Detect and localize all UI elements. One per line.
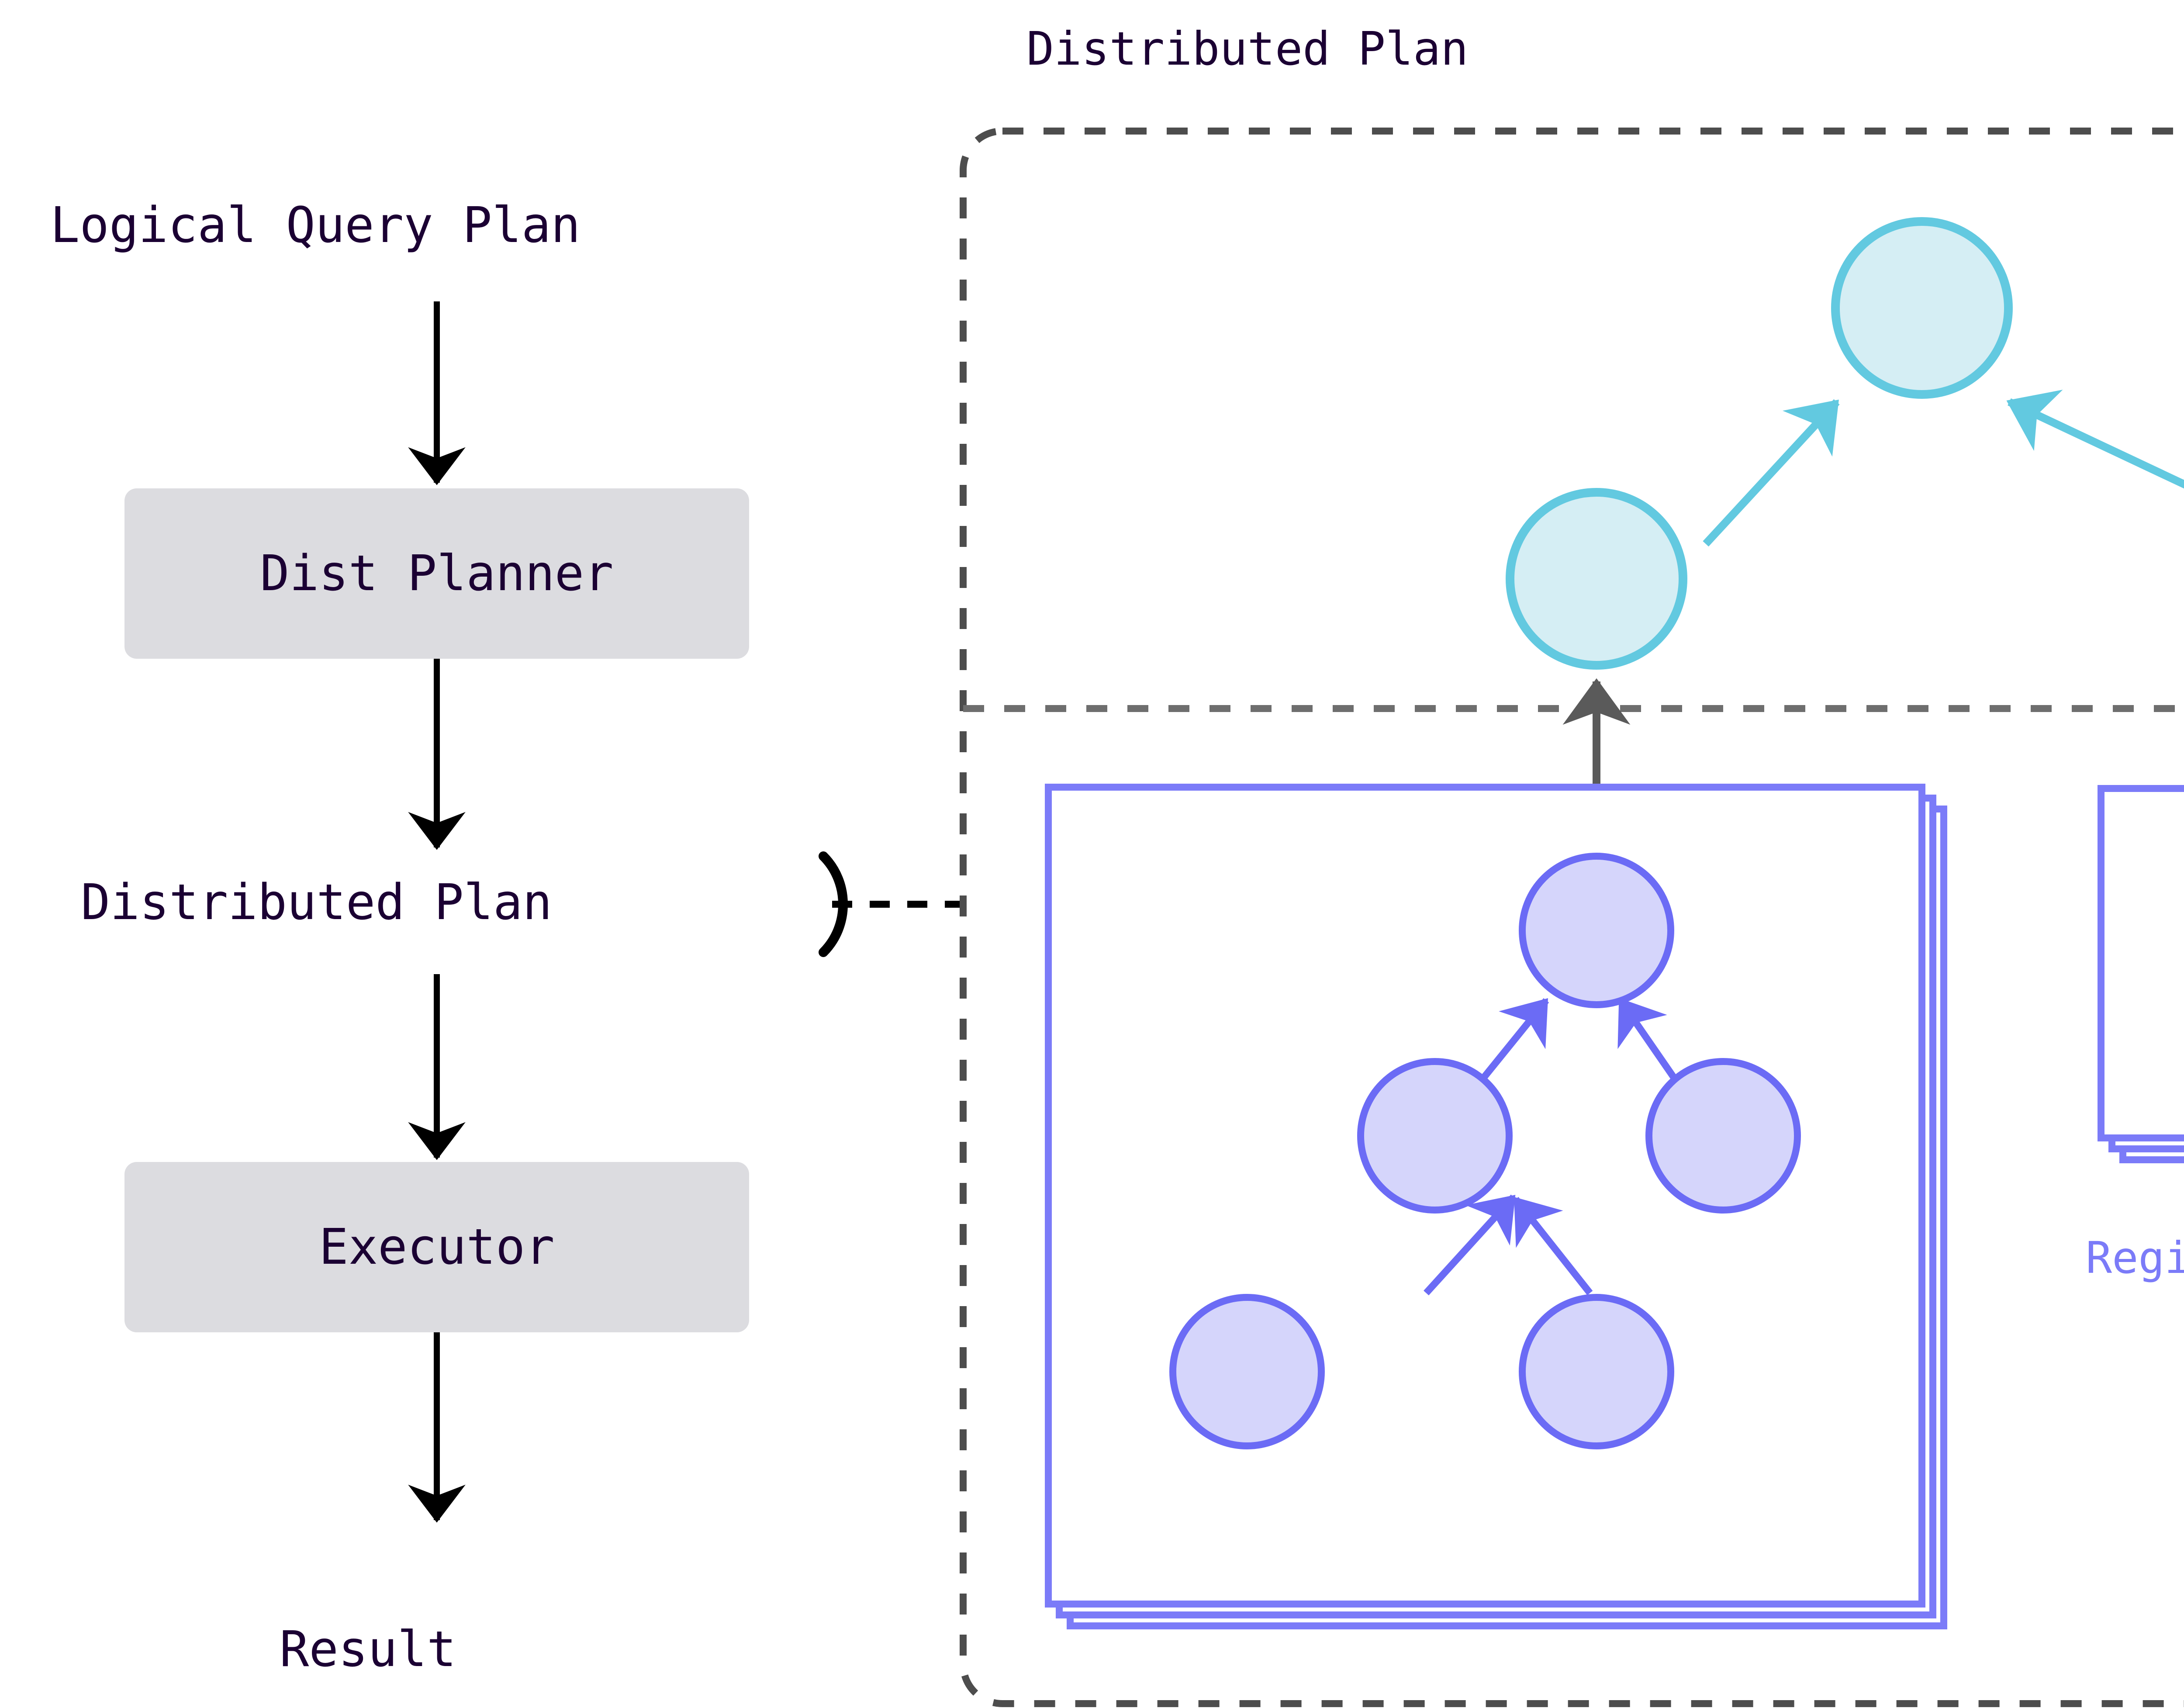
distributed-plan-title: Distributed Plan	[1026, 22, 1469, 76]
distributed-plan-mid-label: Distributed Plan	[81, 874, 552, 931]
result-label: Result	[280, 1621, 456, 1678]
dist-planner-box[interactable]	[124, 488, 749, 659]
region-stack-left	[1045, 784, 1947, 1629]
region-stack-right	[2098, 785, 2184, 1163]
region-left-node-leaf-left[interactable]	[1169, 1294, 1325, 1449]
frontend-stage-tree	[1506, 217, 2184, 670]
region-left-node-mid-left[interactable]	[1357, 1058, 1513, 1214]
frontend-node-left[interactable]	[1506, 488, 1687, 670]
dist-planner-label: Dist Planner	[260, 545, 614, 602]
region-left-edge-b	[1513, 1196, 1593, 1295]
region-box-left[interactable]	[1045, 784, 1925, 1608]
region-left-node-mid-right[interactable]	[1645, 1058, 1801, 1214]
frontend-edge-left	[1703, 399, 1840, 547]
region-left-edge-a	[1424, 1194, 1516, 1296]
frontend-edge-right	[2006, 390, 2184, 489]
logical-query-plan-label: Logical Query Plan	[50, 197, 581, 254]
region-box-right[interactable]	[2098, 785, 2184, 1141]
left-pipeline	[124, 301, 965, 1523]
executor-box[interactable]	[124, 1162, 749, 1332]
executor-label: Executor	[319, 1219, 555, 1276]
region-left-node-leaf-right[interactable]	[1519, 1294, 1674, 1449]
frontend-node-root[interactable]	[1831, 217, 2013, 399]
regions-label: Regions	[2086, 1232, 2184, 1283]
region-left-node-root[interactable]	[1519, 853, 1674, 1008]
